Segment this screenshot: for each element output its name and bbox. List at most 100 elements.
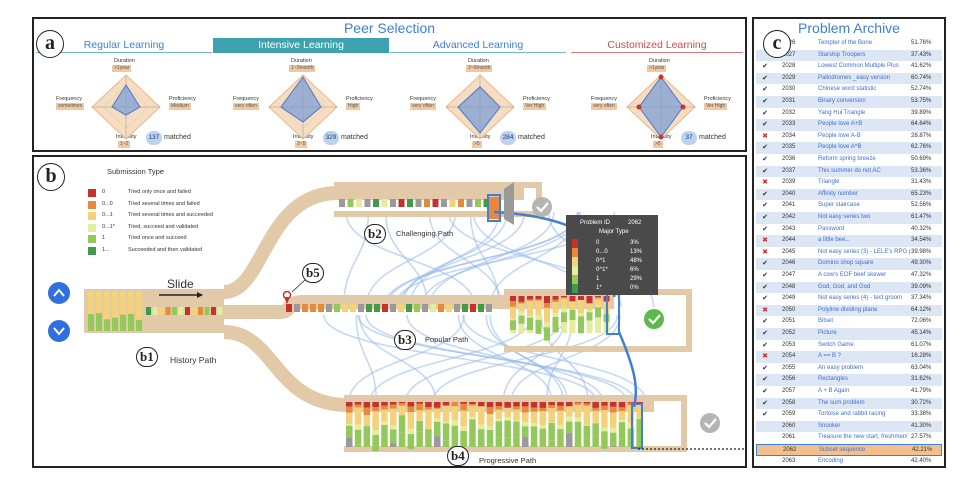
archive-row[interactable]: ✔ 2056 Rectangles 31.62% (756, 374, 942, 386)
archive-row[interactable]: ✔ 2042 Not easy series two 61.47% (756, 212, 942, 224)
problem-name[interactable]: People love A^B (818, 144, 862, 151)
problem-name[interactable]: Triangle (818, 179, 840, 186)
problem-name[interactable]: Tortoise and rabbit racing (818, 411, 886, 418)
archive-row[interactable]: ✔ 2057 A + B Again 41.79% (756, 386, 942, 398)
progressive-bar-segment (548, 408, 555, 423)
archive-row[interactable]: 2063 Encoding 42.40% (756, 456, 942, 466)
scroll-down-button[interactable] (48, 320, 70, 342)
problem-name[interactable]: A cow's EOF beef skewer (818, 272, 887, 278)
problem-name[interactable]: People love A-B (818, 132, 861, 139)
problem-name[interactable]: People love A+B (818, 121, 863, 128)
archive-row[interactable]: ✔ 2040 Affinity number 65.23% (756, 188, 942, 201)
problem-id: 2029 (782, 74, 796, 81)
progressive-bar-segment (548, 422, 555, 441)
learning-card-2[interactable]: Advanced Learning Duration 3~6month Freq… (390, 38, 566, 150)
problem-name[interactable]: Domino shop square (818, 260, 874, 267)
archive-row[interactable]: ✔ 2052 Picture 45.14% (756, 328, 942, 340)
tooltip-swatch (572, 284, 578, 293)
problem-name[interactable]: Encoding (818, 457, 844, 464)
problem-name[interactable]: a little bee... (818, 237, 851, 244)
challenging-check-icon[interactable] (532, 197, 552, 217)
archive-row[interactable]: ✔ 2047 A cow's EOF beef skewer 47.32% (756, 270, 942, 282)
archive-row[interactable]: ✔ 2030 Chinese word statistic 52.74% (756, 84, 942, 96)
problem-name[interactable]: Tempter of the Bone (818, 40, 873, 46)
archive-row[interactable]: ✖ 2039 Triangle 31.43% (756, 177, 942, 189)
archive-row[interactable]: ✔ 2049 Not easy series (4) - tect groom … (756, 293, 942, 305)
archive-row[interactable]: ✔ 2032 Yang Hui Triangle 39.89% (756, 108, 942, 120)
problem-name[interactable]: Affinity number (818, 190, 858, 197)
archive-row[interactable]: ✔ 2046 Domino shop square 49.30% (756, 258, 942, 270)
problem-name[interactable]: An easy problem (818, 364, 864, 371)
archive-row[interactable]: ✔ 2029 Palindromes _easy version 60.74% (756, 72, 942, 85)
progressive-bar-segment (513, 421, 520, 438)
progressive-bar-segment (583, 438, 591, 447)
problem-name[interactable]: Subset sequence (819, 447, 866, 453)
archive-row[interactable]: ✔ 2031 Binary conversion 53.75% (756, 96, 942, 108)
archive-row[interactable]: 2060 Snooker 41.30% (756, 420, 942, 433)
problem-name[interactable]: Palindromes _easy version (818, 74, 891, 81)
problem-name[interactable]: The sum problem (818, 399, 865, 406)
popular-check-icon[interactable] (644, 309, 664, 329)
problem-name[interactable]: Yang Hui Triangle (818, 109, 866, 116)
problem-name[interactable]: Binary conversion (818, 98, 866, 104)
learning-tab[interactable]: Advanced Learning (390, 38, 566, 53)
archive-row[interactable]: ✔ 2059 Tortoise and rabbit racing 33.38% (756, 409, 942, 421)
archive-row[interactable]: ✔ 2041 Super staircase 52.56% (756, 200, 942, 212)
slide-label[interactable]: Slide (167, 277, 194, 291)
learning-card-0[interactable]: Regular Learning Duration >1year Frequen… (36, 38, 212, 150)
problem-name[interactable]: A + B Again (818, 388, 850, 394)
learning-tab[interactable]: Intensive Learning (213, 38, 389, 53)
learning-tab[interactable]: Regular Learning (36, 38, 212, 53)
archive-row[interactable]: ✔ 2053 Switch Game 61.07% (756, 340, 942, 352)
challenging-block (483, 199, 490, 207)
problem-name[interactable]: Super staircase (818, 202, 860, 209)
problem-name[interactable]: Not easy series two (818, 214, 871, 220)
progressive-bar-segment (636, 418, 643, 435)
archive-row[interactable]: ✔ 2037 This summer do not AC 53.36% (756, 165, 942, 178)
history-bar (128, 291, 134, 314)
archive-row[interactable]: 2027 Starship Troopers 37.43% (756, 49, 942, 62)
archive-row[interactable]: ✔ 2055 An easy problem 63.04% (756, 363, 942, 375)
problem-name[interactable]: Not easy series (3) - LELE's RPG puzzle (818, 248, 910, 255)
archive-row[interactable]: 2061 Treasure the new start, freshmen! 2… (756, 432, 942, 444)
archive-row[interactable]: ✔ 2051 Bitset 72.06% (756, 316, 942, 328)
problem-name[interactable]: Lowest Common Multiple Plus (818, 63, 899, 70)
problem-name[interactable]: Polyline dividing plane (818, 306, 878, 313)
problem-name[interactable]: Not easy series (4) - tect groom (818, 295, 903, 302)
archive-row[interactable]: ✔ 2048 God, God, and God 39.09% (756, 281, 942, 294)
archive-row[interactable]: ✖ 2045 Not easy series (3) - LELE's RPG … (756, 247, 942, 259)
problem-name[interactable]: Password (818, 225, 845, 232)
progressive-bar-segment (566, 432, 573, 447)
problem-name[interactable]: Treasure the new start, freshmen! (818, 434, 908, 441)
problem-name[interactable]: Snooker (818, 422, 841, 429)
archive-row[interactable]: ✖ 2054 A == B ? 16.28% (756, 351, 942, 363)
archive-row[interactable]: ✖ 2044 a little bee... 34.54% (756, 235, 942, 247)
archive-row[interactable]: 2062 Subset sequence 42.21% (756, 444, 942, 456)
learning-tab[interactable]: Customized Learning (571, 38, 743, 53)
problem-name[interactable]: Switch Game (818, 341, 854, 348)
problem-name[interactable]: God, God, and God (818, 283, 871, 290)
archive-row[interactable]: ✔ 2035 People love A^B 62.76% (756, 142, 942, 154)
problem-name[interactable]: Rectangles (818, 376, 849, 383)
problem-name[interactable]: Starship Troopers (818, 51, 866, 58)
problem-name[interactable]: This summer do not AC (818, 167, 881, 174)
archive-row[interactable]: ✔ 2036 Reform spring breeze 50.69% (756, 154, 942, 166)
progressive-check-icon[interactable] (700, 413, 720, 433)
popular-bar-segment (544, 307, 550, 323)
archive-row[interactable]: ✔ 2058 The sum problem 30.72% (756, 397, 942, 410)
problem-name[interactable]: Reform spring breeze (818, 156, 876, 162)
learning-card-1[interactable]: Intensive Learning Duration 1~3month Fre… (213, 38, 389, 150)
problem-name[interactable]: Picture (818, 330, 837, 336)
archive-row[interactable]: ✖ 2050 Polyline dividing plane 64.12% (756, 304, 942, 317)
archive-row[interactable]: ✔ 2033 People love A+B 64.64% (756, 119, 942, 131)
archive-row[interactable]: ✔ 2028 Lowest Common Multiple Plus 41.62… (756, 61, 942, 73)
scroll-up-button[interactable] (48, 282, 70, 304)
archive-row[interactable]: ✔ 2043 Password 40.32% (756, 224, 942, 236)
history-bar (96, 313, 102, 331)
progressive-bar-segment (434, 436, 441, 447)
problem-name[interactable]: Bitset (818, 318, 834, 325)
learning-card-3[interactable]: Customized Learning Duration >1year Freq… (571, 38, 743, 150)
problem-name[interactable]: Chinese word statistic (818, 86, 877, 93)
problem-name[interactable]: A == B ? (818, 353, 842, 360)
archive-row[interactable]: ✖ 2034 People love A-B 28.87% (756, 131, 942, 143)
